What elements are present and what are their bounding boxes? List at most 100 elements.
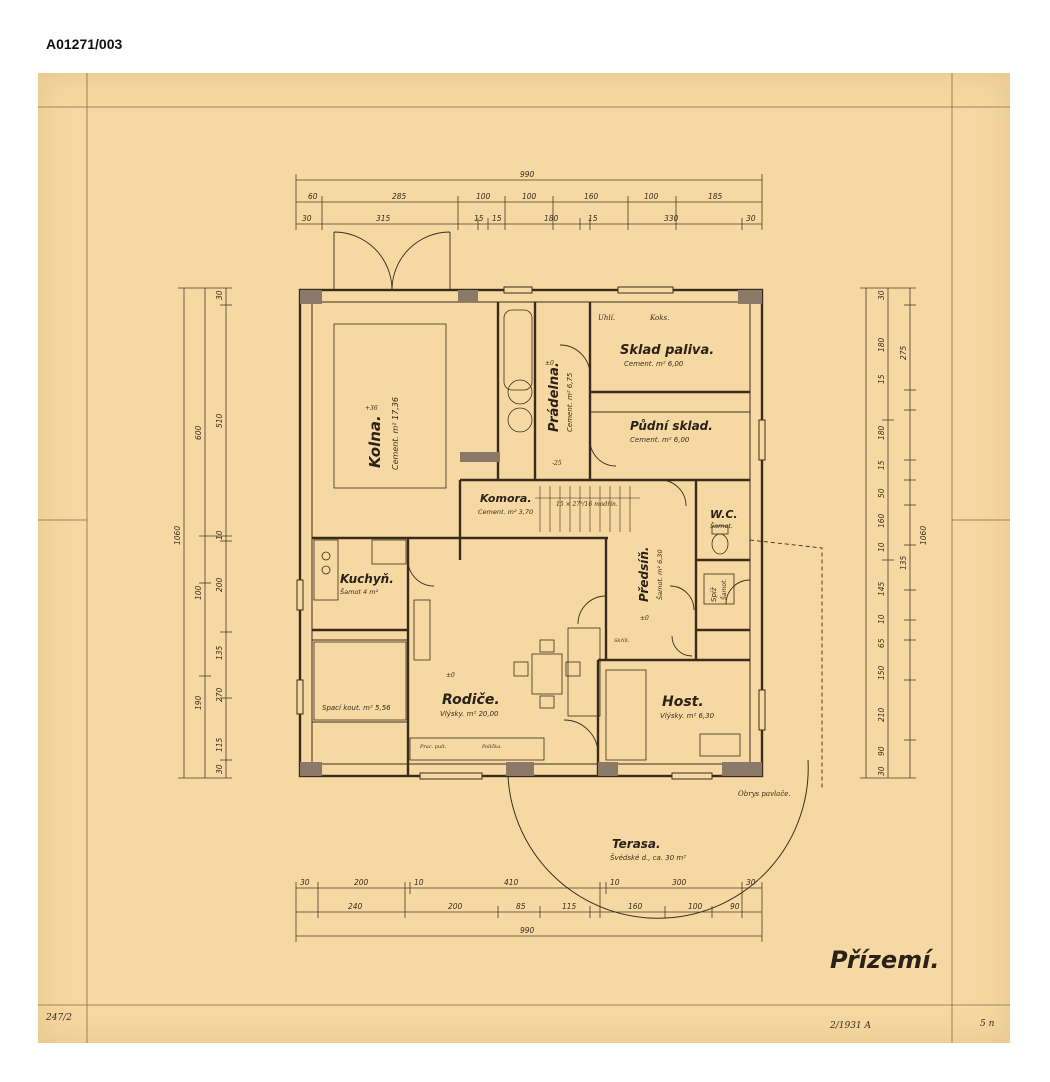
room-rodice-name: Rodiče. bbox=[442, 692, 500, 708]
label-skrine: Skříň. bbox=[614, 637, 630, 644]
dim-bottom-r1-0: 30 bbox=[300, 878, 310, 887]
dim-bottom-total: 990 bbox=[520, 926, 535, 935]
dim-right-r2-0: 275 bbox=[899, 345, 908, 360]
dim-right-r-4: 15 bbox=[877, 460, 886, 470]
dim-top-r2-6: 330 bbox=[664, 214, 679, 223]
dim-right-r-3: 180 bbox=[877, 425, 886, 440]
dim-top-r2-5: 15 bbox=[588, 214, 598, 223]
room-kolna-sub: Cement. m² 17,36 bbox=[391, 397, 400, 470]
room-komora-name: Komora. bbox=[480, 492, 532, 505]
dim-right-r-5: 50 bbox=[877, 488, 886, 498]
dim-right-r-14: 30 bbox=[877, 766, 886, 776]
dim-top-r2-4: 180 bbox=[544, 214, 559, 223]
dim-right-r-2: 15 bbox=[877, 374, 886, 384]
dim-bottom-r1-2: 10 bbox=[414, 878, 424, 887]
label-level-36: +36 bbox=[365, 405, 378, 412]
dim-left-r-7: 30 bbox=[215, 764, 224, 774]
dim-bottom-r2-0: 240 bbox=[348, 902, 363, 911]
dim-top-r1-5: 100 bbox=[644, 192, 659, 201]
margin-note-left: 247/2 bbox=[45, 1013, 72, 1023]
dim-top-r1-3: 100 bbox=[522, 192, 537, 201]
label-level-pm-2: ±0 bbox=[446, 672, 455, 679]
dim-top-r1-1: 285 bbox=[392, 192, 407, 201]
room-predsin-name: Předsíň. bbox=[637, 547, 651, 602]
dim-top-r2-1: 315 bbox=[376, 214, 391, 223]
furniture bbox=[313, 309, 741, 761]
label-uhli: Uhlí. bbox=[598, 314, 615, 322]
dim-right-r-9: 10 bbox=[877, 614, 886, 624]
room-wc-name: W.C. bbox=[710, 508, 738, 521]
room-pradelna-name: Prádelna. bbox=[547, 362, 562, 432]
plan-title: Přízemí. bbox=[830, 946, 940, 974]
margin-notes: 247/2 2/1931 A 5 n bbox=[45, 1013, 995, 1031]
dim-right-r-1: 180 bbox=[877, 337, 886, 352]
dimension-lines bbox=[178, 174, 916, 942]
room-sklad-paliva-name: Sklad paliva. bbox=[620, 343, 714, 358]
label-level-pm-3: ±0 bbox=[640, 615, 649, 622]
dim-right-r-13: 90 bbox=[877, 746, 886, 756]
dim-top-r2-7: 30 bbox=[746, 214, 756, 223]
dim-bottom-r2-6: 90 bbox=[730, 902, 740, 911]
dim-right-r-8: 145 bbox=[877, 581, 886, 596]
dim-left-r-3: 200 bbox=[215, 577, 224, 592]
room-spiz-sub: Šamot. bbox=[721, 579, 728, 600]
room-komora-sub: Cement. m² 3,70 bbox=[478, 508, 533, 516]
dim-right-r-7: 10 bbox=[877, 542, 886, 552]
dim-bottom-r2-2: 85 bbox=[516, 902, 526, 911]
room-terasa-sub: Švédské d., ca. 30 m² bbox=[610, 853, 686, 862]
dim-top-r2-3: 15 bbox=[492, 214, 502, 223]
label-policka: Polička. bbox=[481, 743, 502, 750]
dim-right-r-6: 160 bbox=[877, 513, 886, 528]
label-obrys-pavlace: Obrys pavlače. bbox=[738, 790, 791, 798]
room-podni-sklad-name: Půdní sklad. bbox=[630, 419, 713, 433]
margin-note-right-2: 5 n bbox=[980, 1019, 995, 1029]
label-level-25: -25 bbox=[552, 460, 562, 467]
dim-right-r-10: 65 bbox=[877, 638, 886, 648]
dim-right-total: 1060 bbox=[919, 526, 928, 545]
room-rodice-sub: Vlýsky. m² 20,00 bbox=[440, 710, 499, 718]
dim-right-r-11: 150 bbox=[877, 665, 886, 680]
dim-bottom-r2-3: 115 bbox=[562, 902, 577, 911]
room-podni-sklad-sub: Cement. m² 6,00 bbox=[630, 436, 690, 444]
dim-left-r-5: 270 bbox=[215, 687, 224, 702]
dim-bottom-r1-1: 200 bbox=[354, 878, 369, 887]
annotations: Uhlí. Koks. Obrys pavlače. 15 × 27⁵/16 m… bbox=[365, 314, 791, 798]
room-kolna-name: Kolna. bbox=[366, 415, 384, 468]
dim-left-total: 1060 bbox=[173, 526, 182, 545]
dim-bottom-r2-1: 200 bbox=[448, 902, 463, 911]
wall-posts bbox=[300, 290, 762, 776]
dim-left-r2-2: 190 bbox=[194, 695, 203, 710]
dim-right-r-0: 30 bbox=[877, 290, 886, 300]
label-stairs: 15 × 27⁵/16 modřín. bbox=[556, 501, 618, 508]
dim-left-r-6: 115 bbox=[215, 737, 224, 752]
dim-right-r-12: 210 bbox=[877, 707, 886, 722]
windows bbox=[296, 286, 766, 780]
room-pradelna-sub: Cement. m² 6,75 bbox=[566, 372, 574, 432]
dim-bottom-r1-3: 410 bbox=[504, 878, 519, 887]
label-prac-pult: Prac. pult. bbox=[419, 744, 447, 750]
dim-top-r1-4: 160 bbox=[584, 192, 599, 201]
dim-left-r-0: 30 bbox=[215, 290, 224, 300]
dim-top-r2-0: 30 bbox=[302, 214, 312, 223]
room-sklad-paliva-sub: Cement. m² 6,00 bbox=[624, 360, 684, 368]
dim-top-r1-2: 100 bbox=[476, 192, 491, 201]
dim-bottom-r2-4: 160 bbox=[628, 902, 643, 911]
dim-bottom-r1-6: 30 bbox=[746, 878, 756, 887]
room-wc-sub: Šamot. bbox=[710, 521, 733, 530]
sheet-frame bbox=[38, 73, 1010, 1043]
doors bbox=[333, 231, 823, 919]
dim-top-r1-6: 185 bbox=[708, 192, 723, 201]
room-spiz-name: Spíž bbox=[710, 587, 718, 602]
dim-bottom-r1-4: 10 bbox=[610, 878, 620, 887]
dimension-values: 990 60 285 100 100 160 100 185 30 315 15… bbox=[173, 170, 928, 935]
room-host-name: Host. bbox=[662, 694, 704, 710]
dim-top-total: 990 bbox=[520, 170, 535, 179]
dim-bottom-r1-5: 300 bbox=[672, 878, 687, 887]
room-spaci-kout-name: Spací kout. m² 5,56 bbox=[322, 704, 391, 712]
room-kuchyn-sub: Šamot 4 m² bbox=[340, 587, 379, 596]
dim-top-r2-2: 15 bbox=[474, 214, 484, 223]
dim-left-r-4: 135 bbox=[215, 645, 224, 660]
drawing-sheet bbox=[38, 73, 1010, 1043]
label-level-pm-1: ±0 bbox=[545, 360, 554, 367]
